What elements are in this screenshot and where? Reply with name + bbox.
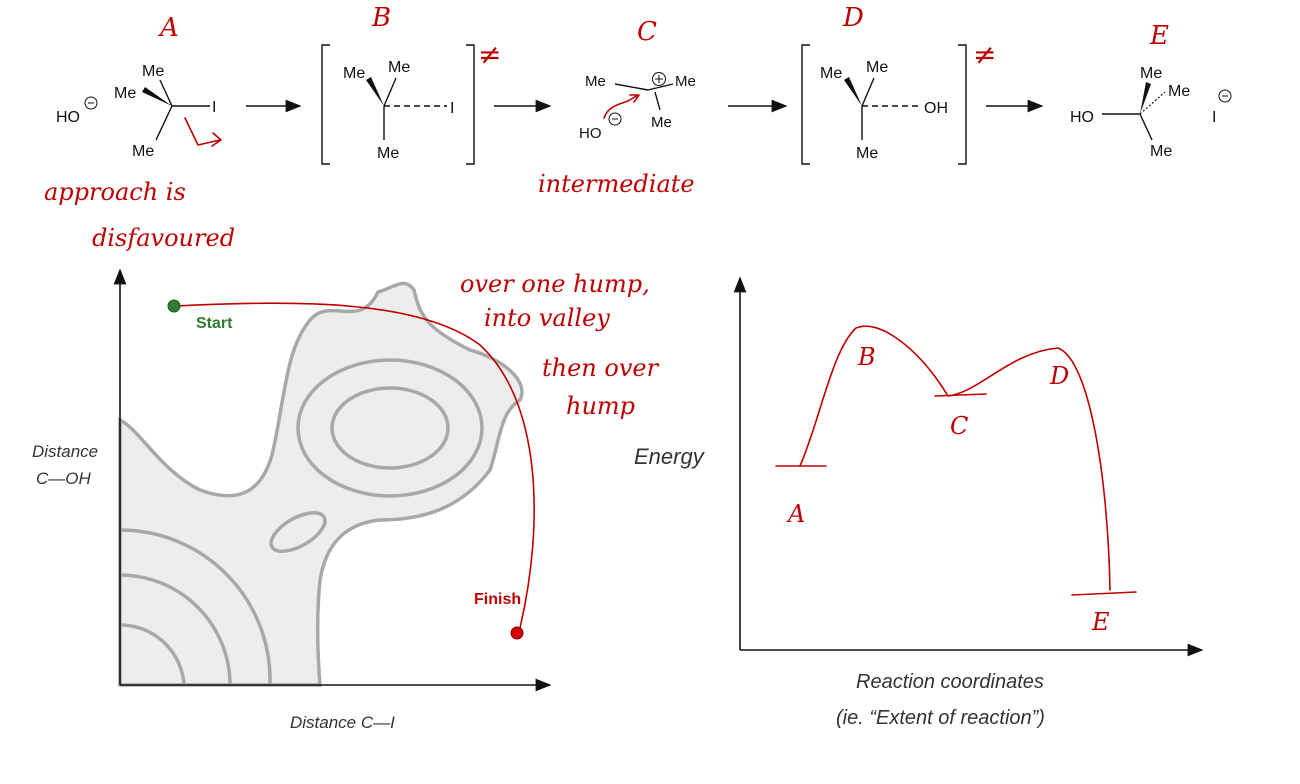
species-A: HO Me Me Me I <box>56 63 222 160</box>
energy-surface-region <box>118 281 524 687</box>
approach-note-line1: approach is <box>44 178 186 206</box>
reaction-path <box>175 302 535 629</box>
methyl-label: Me <box>377 145 399 162</box>
energy-xlabel-line1: Reaction coordinates <box>856 671 1044 693</box>
negative-charge-icon <box>608 112 622 126</box>
bracket-left <box>321 44 330 165</box>
positive-charge-icon <box>652 72 666 86</box>
iodide-label: I <box>1212 109 1216 126</box>
species-C: Me Me Me HO <box>579 72 696 142</box>
approach-note-line2: disfavoured <box>92 224 235 252</box>
hydroxyl-label: HO <box>1070 109 1094 126</box>
methyl-label: Me <box>114 85 136 102</box>
methyl-label: Me <box>1140 65 1162 82</box>
attack-arrow-icon <box>603 94 640 119</box>
methyl-label: Me <box>132 143 154 160</box>
species-B: Me Me Me I ≠ <box>321 38 501 165</box>
species-labels: A B C D E <box>158 3 1169 51</box>
energy-xlabel-line2: (ie. “Extent of reaction”) <box>836 707 1045 729</box>
hydroxide-label: HO <box>579 125 602 142</box>
transition-state-mark: ≠ <box>973 38 996 71</box>
methyl-label: Me <box>866 59 888 76</box>
contour-line <box>119 528 272 686</box>
contour-line <box>269 510 327 554</box>
start-marker <box>167 299 181 313</box>
iodine-label: I <box>450 100 454 117</box>
methyl-label: Me <box>585 73 606 90</box>
methyl-label: Me <box>675 73 696 90</box>
label-B: B <box>371 3 391 33</box>
transition-state-mark: ≠ <box>478 38 501 71</box>
level-E <box>1071 591 1137 596</box>
energy-surface-plot: Distance C—OH Distance C—I Start Finish <box>32 268 552 732</box>
iodine-label: I <box>212 99 216 116</box>
contour-line <box>296 358 484 498</box>
label-A: A <box>158 13 179 43</box>
start-label: Start <box>196 315 233 332</box>
methyl-label: Me <box>1150 143 1172 160</box>
hydroxyl-label: OH <box>924 100 948 117</box>
point-label-E: E <box>1091 608 1110 636</box>
approach-arrow-icon <box>184 117 222 147</box>
point-label-B: B <box>857 343 876 371</box>
surface-ylabel-line2: C—OH <box>36 469 92 488</box>
methyl-label: Me <box>343 65 365 82</box>
path-note-line2: into valley <box>484 304 610 332</box>
wedge-bond <box>142 87 172 106</box>
hydroxide-label: HO <box>56 109 80 126</box>
energy-profile-curve <box>799 325 1111 591</box>
bracket-right <box>466 44 475 165</box>
label-D: D <box>842 3 864 33</box>
point-label-A: A <box>786 500 805 528</box>
intermediate-note: intermediate <box>538 170 695 198</box>
species-E: HO Me Me Me I <box>1070 65 1232 160</box>
bracket-left <box>801 44 810 165</box>
point-label-D: D <box>1049 362 1069 390</box>
methyl-label: Me <box>388 59 410 76</box>
species-D: Me Me Me OH ≠ <box>801 38 996 165</box>
methyl-label: Me <box>1168 83 1190 100</box>
surface-xlabel: Distance C—I <box>290 713 395 732</box>
surface-ylabel-line1: Distance <box>32 442 98 461</box>
methyl-label: Me <box>856 145 878 162</box>
negative-charge-icon <box>84 96 98 110</box>
energy-profile-plot: Energy Reaction coordinates (ie. “Extent… <box>634 276 1204 729</box>
point-label-C: C <box>950 412 968 440</box>
negative-charge-icon <box>1218 89 1232 103</box>
contour-line <box>119 623 186 686</box>
bracket-right <box>958 44 967 165</box>
path-note-line1: over one hump, <box>460 270 650 298</box>
finish-marker <box>510 626 524 640</box>
energy-ylabel: Energy <box>634 444 706 469</box>
methyl-label: Me <box>651 114 672 131</box>
methyl-label: Me <box>142 63 164 80</box>
level-C <box>934 393 987 397</box>
path-note-line3: then over <box>542 354 660 382</box>
methyl-label: Me <box>820 65 842 82</box>
label-C: C <box>637 17 657 47</box>
contour-line <box>330 386 450 470</box>
contour-line <box>119 573 232 686</box>
path-note-line4: hump <box>566 392 635 420</box>
finish-label: Finish <box>474 591 521 608</box>
label-E: E <box>1149 21 1169 51</box>
